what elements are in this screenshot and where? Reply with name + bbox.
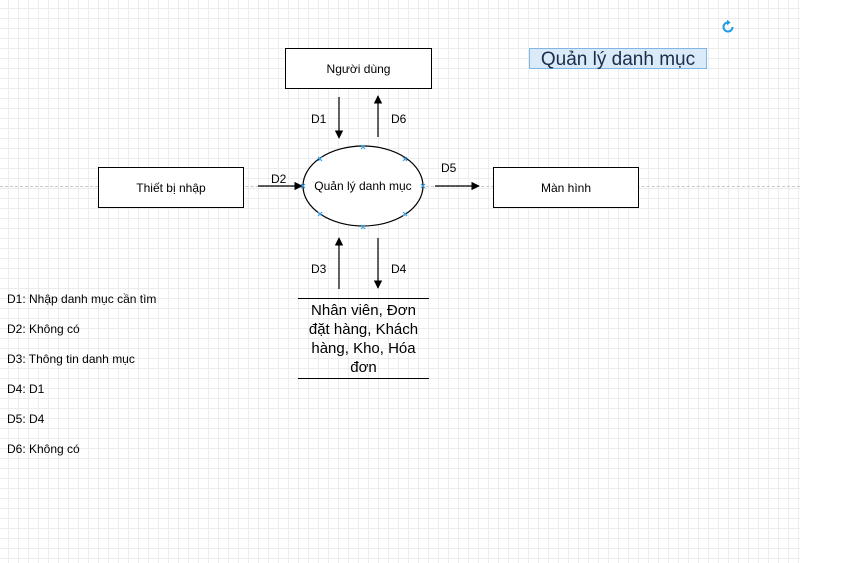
handle-bottom-left xyxy=(317,211,323,217)
diagram-title[interactable]: Quản lý danh mục xyxy=(529,48,707,70)
handle-top-right xyxy=(402,156,408,162)
handle-bottom-right xyxy=(402,211,408,217)
process-label: Quản lý danh mục xyxy=(314,179,412,193)
entity-screen-label: Màn hình xyxy=(540,180,592,195)
flow-d4-label: D4 xyxy=(391,262,407,276)
handle-bottom xyxy=(360,224,366,230)
entity-user[interactable]: Người dùng xyxy=(285,48,432,89)
ellipse-connection-handles[interactable] xyxy=(300,144,426,230)
legend-item-d3: D3: Thông tin danh mục xyxy=(7,352,135,366)
entity-input-device[interactable]: Thiết bị nhập xyxy=(98,167,244,208)
handle-left xyxy=(300,183,306,189)
connectors-layer xyxy=(258,95,480,289)
flow-d5-label: D5 xyxy=(441,161,457,175)
legend-item-d1: D1: Nhập danh mục cần tìm xyxy=(7,292,157,306)
canvas-margin xyxy=(800,0,847,563)
handle-top xyxy=(360,144,366,150)
legend-item-d5: D5: D4 xyxy=(7,412,45,426)
entity-user-label: Người dùng xyxy=(326,61,391,76)
datastore-label: Nhân viên, Đơn đặt hàng, Khách hàng, Kho… xyxy=(308,301,419,376)
flow-d2-label: D2 xyxy=(271,172,287,186)
entity-input-device-label: Thiết bị nhập xyxy=(136,180,206,195)
entity-screen[interactable]: Màn hình xyxy=(493,167,639,208)
handle-right xyxy=(420,183,426,189)
legend-item-d2: D2: Không có xyxy=(7,322,80,336)
flow-d3-label: D3 xyxy=(311,262,327,276)
flow-d1-label: D1 xyxy=(311,112,327,126)
datastore[interactable]: Nhân viên, Đơn đặt hàng, Khách hàng, Kho… xyxy=(298,298,429,379)
flow-d6-label: D6 xyxy=(391,112,407,126)
legend-item-d6: D6: Không có xyxy=(7,442,80,456)
diagram-canvas[interactable] xyxy=(0,0,800,563)
legend-item-d4: D4: D1 xyxy=(7,382,45,396)
refresh-icon[interactable] xyxy=(720,19,736,35)
handle-top-left xyxy=(317,156,323,162)
